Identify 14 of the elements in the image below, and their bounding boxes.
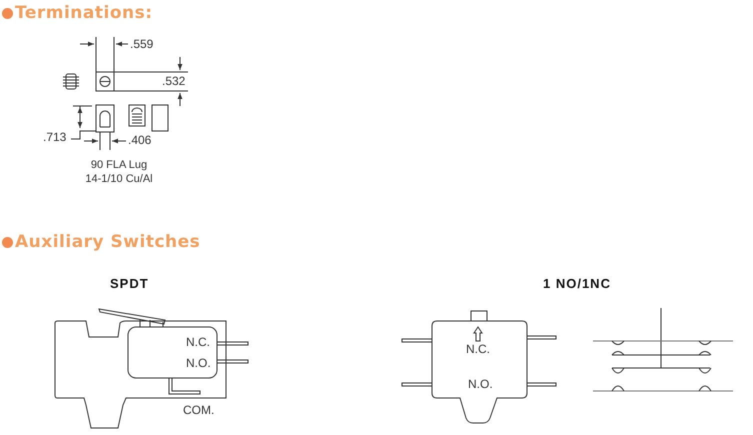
switch-type-label: SPDT — [110, 277, 149, 290]
dimension-label: .532 — [162, 75, 186, 87]
dimension-label: .406 — [128, 134, 152, 146]
terminal-label: N.C. — [186, 336, 210, 348]
switch-type-label: 1 NO/1NC — [543, 277, 611, 290]
section-heading: Auxiliary Switches — [2, 234, 200, 251]
terminal-label: COM. — [183, 404, 214, 416]
section-heading: Terminations: — [2, 5, 153, 22]
dimension-label: .713 — [43, 131, 66, 143]
dimension-label: .559 — [130, 38, 154, 50]
terminal-label: N.O. — [468, 378, 493, 390]
terminal-label: N.C. — [466, 343, 490, 355]
caption: 90 FLA Lug 14-1/10 Cu/Al — [84, 158, 154, 187]
terminal-label: N.O. — [186, 357, 211, 369]
